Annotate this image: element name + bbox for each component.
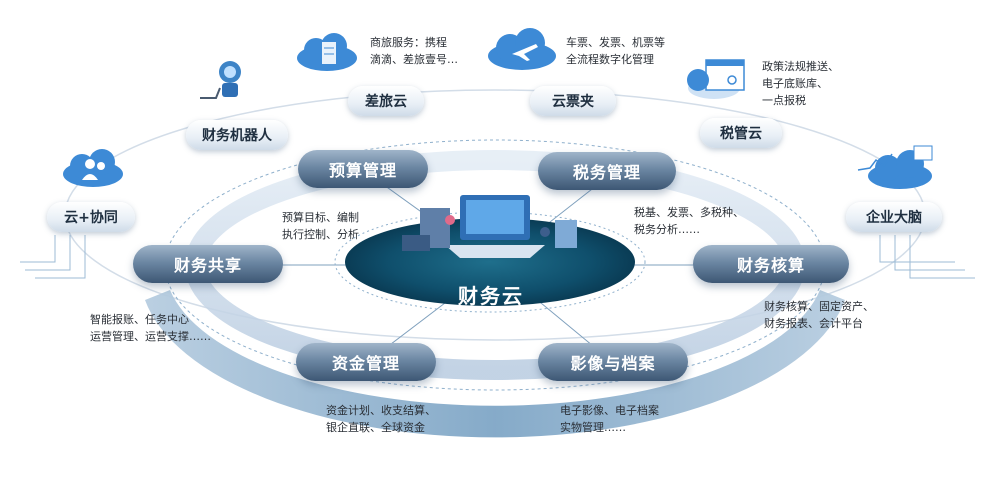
module-accounting[interactable]: 财务核算: [693, 245, 849, 283]
chart-cloud-icon: [857, 145, 933, 189]
tax-window-icon: [687, 59, 745, 99]
band-dividers: [407, 439, 683, 473]
desc-travel: 商旅服务：携程滴滴、差旅壹号…: [370, 36, 458, 66]
desc-archive: 电子影像、电子档案实物管理……: [560, 404, 659, 434]
server-cloud-icon: [297, 33, 357, 71]
band-item[interactable]: …: [692, 431, 708, 447]
desc-funds: 资金计划、收支结算、银企直联、全球资金: [326, 404, 436, 434]
module-shared[interactable]: 财务共享: [133, 245, 283, 283]
desc-budget: 预算目标、编制执行控制、分析: [282, 211, 359, 241]
circuit-right: [879, 235, 975, 279]
circuit-left: [20, 235, 86, 279]
business-band: [145, 290, 845, 438]
desc-taxcloud: 政策法规推送、电子底账库、一点报税: [762, 60, 839, 107]
outer-robot[interactable]: 财务机器人: [186, 120, 288, 150]
center-label: 财务云: [458, 284, 524, 308]
band-item[interactable]: 供应链: [478, 460, 515, 474]
band-item[interactable]: 合同: [427, 456, 453, 472]
desc-accounting: 财务核算、固定资产、财务报表、会计平台: [764, 300, 874, 330]
outer-taxcloud[interactable]: 税管云: [700, 118, 782, 148]
people-cloud-icon: [63, 149, 123, 187]
module-archive[interactable]: 影像与档案: [538, 343, 688, 381]
laptop-desk-icon: [402, 195, 577, 258]
outer-ticket[interactable]: 云票夹: [530, 86, 616, 116]
module-funds[interactable]: 资金管理: [296, 343, 436, 381]
outer-brain[interactable]: 企业大脑: [846, 202, 942, 232]
module-tax[interactable]: 税务管理: [538, 152, 676, 190]
desc-ticket: 车票、发票、机票等全流程数字化管理: [566, 36, 665, 66]
robot-icon: [200, 61, 241, 99]
airplane-cloud-icon: [488, 28, 556, 70]
outer-travel[interactable]: 差旅云: [348, 86, 424, 116]
band-item[interactable]: 资产管理: [541, 456, 591, 474]
outer-collab[interactable]: 云+协同: [47, 202, 135, 232]
band-item[interactable]: 项目: [375, 448, 401, 466]
desc-tax: 税基、发票、多税种、税务分析……: [634, 206, 744, 236]
desc-shared: 智能报账、任务中心运营管理、运营支撑……: [90, 313, 211, 343]
module-budget[interactable]: 预算管理: [298, 150, 428, 188]
